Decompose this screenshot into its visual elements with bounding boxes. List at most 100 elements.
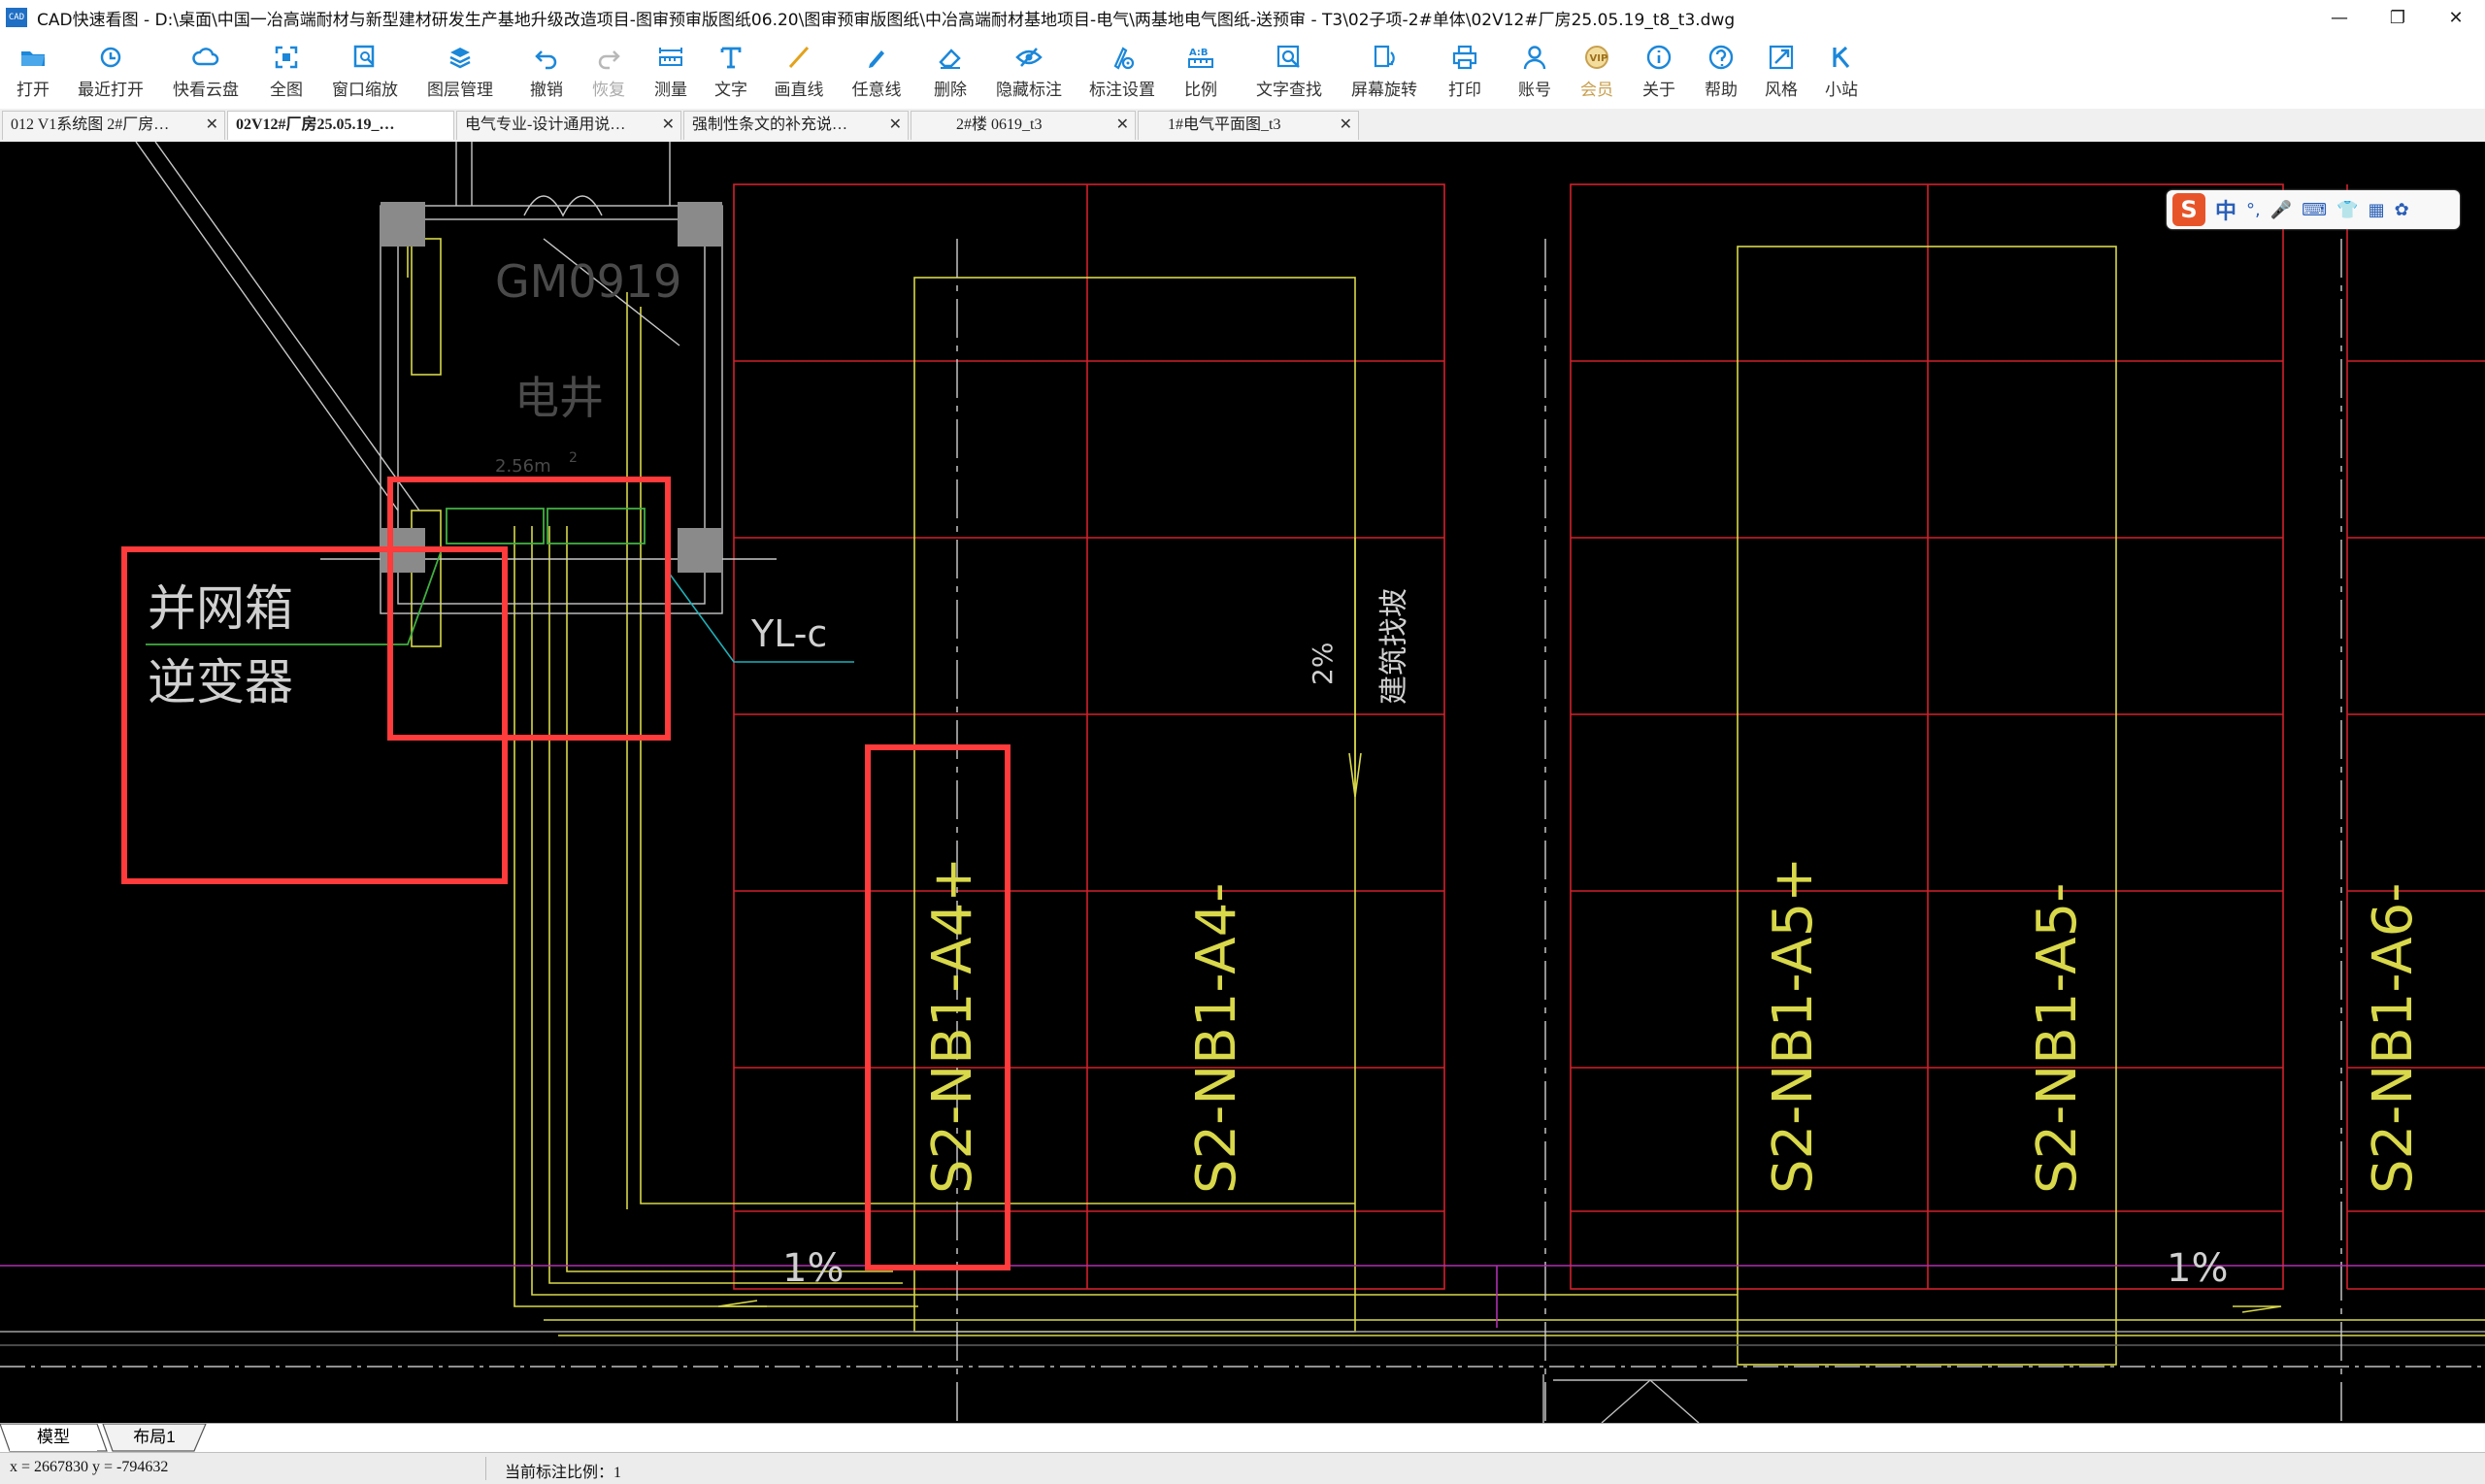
highlight-boxes xyxy=(121,477,1011,1270)
style-button[interactable]: 风格 xyxy=(1757,35,1806,109)
slope-note-label: 建筑找坡 xyxy=(1377,588,1411,705)
status-bar: x = 2667830 y = -794632 当前标注比例：1 xyxy=(0,1452,2485,1484)
text-button[interactable]: 文字 xyxy=(707,35,755,109)
tab-electrical-plan-1[interactable]: 1#电气平面图_t3 ✕ xyxy=(1138,111,1359,140)
shaft-label: 电井 xyxy=(514,372,604,424)
measure-button[interactable]: 测量 xyxy=(646,35,695,109)
close-tab-icon[interactable]: ✕ xyxy=(1115,116,1129,133)
scale-button[interactable]: A:B 比例 xyxy=(1176,35,1225,109)
annotation-settings-icon xyxy=(1113,47,1135,70)
fit-all-button[interactable]: 全图 xyxy=(262,35,311,109)
punctuation-icon[interactable]: °, xyxy=(2246,199,2261,220)
tab-design-notes[interactable]: 电气专业-设计通用说… ✕ xyxy=(456,111,681,140)
close-tab-icon[interactable]: ✕ xyxy=(1339,116,1352,133)
keyboard-icon[interactable]: ⌨ xyxy=(2302,199,2328,220)
slope-2-label: 2% xyxy=(1307,643,1339,685)
freehand-line-button[interactable]: 任意线 xyxy=(846,35,907,109)
undo-icon xyxy=(535,50,557,70)
sogou-logo-icon[interactable]: S xyxy=(2172,193,2205,226)
text-search-button[interactable]: 文字查找 xyxy=(1248,35,1330,109)
toolbar-label: 会员 xyxy=(1580,81,1613,99)
history-icon xyxy=(100,47,121,68)
vip-button[interactable]: VIP 会员 xyxy=(1573,35,1621,109)
toolbar-label: 画直线 xyxy=(774,81,824,99)
redo-button[interactable]: 恢复 xyxy=(584,35,633,109)
tab-label: 1#电气平面图_t3 xyxy=(1168,116,1281,133)
close-tab-icon[interactable]: ✕ xyxy=(888,116,902,133)
cad-drawing: GM0919 电井 2.56m 2 并网箱 逆变器 YL-c 2% 建筑找坡 1… xyxy=(0,142,2485,1423)
highlight-string-box xyxy=(865,744,1011,1270)
toolbar-label: 屏幕旋转 xyxy=(1351,81,1417,99)
status-separator xyxy=(485,1457,486,1480)
tab-system-diagram[interactable]: 012 V1系统图 2#厂房…✕ xyxy=(2,111,225,140)
highlight-label-box xyxy=(121,546,508,884)
rotate-screen-button[interactable]: 屏幕旋转 xyxy=(1343,35,1425,109)
layers-icon xyxy=(449,48,471,69)
toolbar-label: 隐藏标注 xyxy=(996,81,1062,99)
print-button[interactable]: 打印 xyxy=(1441,35,1489,109)
undo-button[interactable]: 撤销 xyxy=(522,35,571,109)
inverter-label: 逆变器 xyxy=(148,654,293,710)
toolbar-label: 最近打开 xyxy=(78,81,144,99)
cursor-coordinates: x = 2667830 y = -794632 xyxy=(10,1459,169,1475)
info-icon xyxy=(1646,45,1672,70)
shaft-structure xyxy=(0,142,2485,1423)
annotation-settings-button[interactable]: 标注设置 xyxy=(1081,35,1163,109)
close-tab-icon[interactable]: ✕ xyxy=(205,116,218,133)
close-button[interactable]: ✕ xyxy=(2448,7,2464,28)
toolbar-label: 窗口缩放 xyxy=(332,81,398,99)
toolbar-label: 打开 xyxy=(17,81,50,99)
scale-icon: A:B xyxy=(1188,48,1213,68)
dimension-label: 2.56m xyxy=(495,456,551,477)
ime-mode-toggle[interactable]: 中 xyxy=(2215,200,2237,224)
tab-layout-1[interactable]: 布局1 xyxy=(109,1426,200,1451)
cloud-disk-button[interactable]: 快看云盘 xyxy=(165,35,247,109)
zoom-window-button[interactable]: 窗口缩放 xyxy=(324,35,406,109)
minimize-button[interactable]: — xyxy=(2331,7,2348,28)
about-button[interactable]: 关于 xyxy=(1635,35,1683,109)
red-grid-left xyxy=(733,183,1445,1290)
draw-line-button[interactable]: 画直线 xyxy=(769,35,829,109)
toolbar-label: 测量 xyxy=(654,81,687,99)
apps-grid-icon[interactable]: ▦ xyxy=(2368,199,2385,220)
red-grid-middle xyxy=(1570,183,2284,1290)
layout-tab-label: 模型 xyxy=(37,1428,70,1446)
k-station-button[interactable]: 小站 xyxy=(1817,35,1866,109)
close-tab-icon[interactable]: ✕ xyxy=(661,116,675,133)
tab-02v12-factory[interactable]: 02V12#厂房25.05.19_…✕ xyxy=(227,111,454,140)
ime-toolbar[interactable]: S 中 °, 🎤 ⌨ 👕 ▦ ✿ xyxy=(2167,190,2460,229)
account-button[interactable]: 账号 xyxy=(1510,35,1559,109)
cyan-leader xyxy=(665,568,854,663)
vip-icon: VIP xyxy=(1585,46,1608,69)
tab-model[interactable]: 模型 xyxy=(10,1426,97,1451)
recent-open-button[interactable]: 最近打开 xyxy=(70,35,151,109)
help-icon xyxy=(1708,45,1734,70)
tab-mandatory-provisions[interactable]: 强制性条文的补充说…✕ xyxy=(683,111,909,140)
drawing-canvas[interactable]: GM0919 电井 2.56m 2 并网箱 逆变器 YL-c 2% 建筑找坡 1… xyxy=(0,142,2485,1423)
green-equipment xyxy=(146,508,646,645)
restore-button[interactable]: ❐ xyxy=(2389,7,2406,28)
open-button[interactable]: 打开 xyxy=(6,35,60,109)
cad-labels: GM0919 电井 2.56m 2 并网箱 逆变器 YL-c 2% 建筑找坡 1… xyxy=(148,255,2425,1291)
line-icon xyxy=(788,46,810,69)
toolbar-label: 任意线 xyxy=(851,81,902,99)
tools-icon[interactable]: ✿ xyxy=(2394,199,2409,220)
toolbar-label: 风格 xyxy=(1765,81,1798,99)
printer-icon xyxy=(1452,45,1477,70)
delete-button[interactable]: 删除 xyxy=(926,35,975,109)
eraser-icon xyxy=(939,49,961,69)
toolbar-label: 账号 xyxy=(1518,81,1551,99)
zoom-window-icon xyxy=(353,45,375,68)
toolbar-label: 比例 xyxy=(1184,81,1217,99)
yl-label: YL-c xyxy=(750,612,827,655)
string-a5-plus-label: S2-NB1-A5+ xyxy=(1762,857,1825,1194)
tab-label: 电气专业-设计通用说… xyxy=(465,116,626,133)
help-button[interactable]: 帮助 xyxy=(1697,35,1745,109)
tab-building-2[interactable]: 2#楼 0619_t3✕ xyxy=(911,111,1136,140)
hide-annotation-button[interactable]: 隐藏标注 xyxy=(988,35,1070,109)
microphone-icon[interactable]: 🎤 xyxy=(2270,199,2293,220)
toolbar-label: 标注设置 xyxy=(1089,81,1155,99)
skin-icon[interactable]: 👕 xyxy=(2336,199,2359,220)
svg-text:VIP: VIP xyxy=(1590,53,1608,64)
layer-manager-button[interactable]: 图层管理 xyxy=(419,35,501,109)
